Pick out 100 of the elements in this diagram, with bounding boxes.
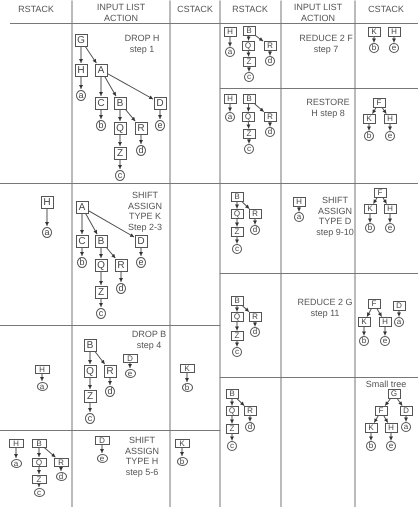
action-text: SHIFT ASSIGN TYPE H step 5-6 <box>124 435 160 477</box>
arrow <box>235 340 239 347</box>
tree-node-box: B <box>230 192 244 202</box>
arrow <box>388 214 392 223</box>
arrow <box>37 466 41 474</box>
arrow <box>79 46 83 64</box>
tree-node-box: K <box>180 364 194 372</box>
leaf-circle: c <box>227 441 237 451</box>
arrow <box>128 362 132 368</box>
arrow <box>246 104 250 112</box>
tree-node-box: G <box>74 34 88 46</box>
tree-node-box: R <box>54 458 68 466</box>
tree-node-box: H <box>224 94 236 104</box>
action-text: DROP H step 1 <box>124 33 160 54</box>
arrow <box>119 271 123 282</box>
tree-node-box: Z <box>226 424 238 434</box>
tree-node-box: Q <box>226 406 238 416</box>
arrow <box>44 447 56 458</box>
leaf-circle: a <box>42 226 52 238</box>
tree-node-box: Q <box>84 364 96 378</box>
action-text: SHIFT ASSIGN TYPE D step 9-10 <box>315 195 355 237</box>
tree-node-box: B <box>32 438 46 448</box>
arrow <box>392 36 396 43</box>
leaf-circle: a <box>36 382 48 390</box>
tree-node-box: Q <box>242 41 254 51</box>
arrow <box>99 109 103 120</box>
leaf-circle: d <box>265 127 275 137</box>
arrow <box>106 247 116 259</box>
leaf-circle: b <box>365 223 375 233</box>
arrow <box>246 36 251 41</box>
arrow <box>297 206 301 212</box>
tree-node-box: R <box>248 312 262 322</box>
tree-node-box: H <box>378 317 392 327</box>
leaf-circle: e <box>386 441 396 451</box>
leaf-circle: d <box>136 144 146 156</box>
leaf-circle: b <box>182 382 192 392</box>
tree-node-box: Q <box>114 122 126 134</box>
tree-node-box: B <box>242 26 256 36</box>
tree-node-box: H <box>74 64 88 76</box>
arrow <box>85 213 98 235</box>
leaf-circle: d <box>245 422 255 432</box>
arrow <box>242 306 250 312</box>
arrow <box>268 122 272 127</box>
arrow <box>118 109 122 122</box>
arrow <box>99 247 103 258</box>
leaf-circle: d <box>250 225 260 235</box>
arrow <box>235 236 239 244</box>
arrow <box>118 159 122 170</box>
tree-node-box: B <box>226 389 238 399</box>
arrow <box>88 210 135 238</box>
arrow <box>45 208 49 226</box>
arrow <box>376 308 382 318</box>
tree-node-box: Q <box>94 258 108 272</box>
leaf-circle: c <box>244 72 254 82</box>
tree-node-box: B <box>94 234 108 248</box>
arrow <box>235 306 239 312</box>
leaf-circle: e <box>380 336 390 346</box>
tree-node-box: H <box>388 27 400 37</box>
arrow <box>235 322 239 331</box>
tree-caption: Small tree <box>364 379 408 390</box>
arrow <box>37 483 41 488</box>
leaf-circle: a <box>394 317 404 327</box>
arrow <box>80 247 84 256</box>
arrow <box>80 213 84 234</box>
arrow <box>185 372 189 382</box>
tree-node-box: Q <box>242 112 254 122</box>
column-header: CSTACK <box>367 4 405 14</box>
arrow <box>248 416 252 422</box>
tree-node-box: R <box>244 406 256 416</box>
arrow <box>382 108 387 114</box>
tree-node-box: R <box>264 112 276 122</box>
tree-node-box: H <box>34 364 50 374</box>
tree-node-box: D <box>400 406 412 416</box>
tree-node-box: A <box>76 200 88 214</box>
arrow <box>104 76 116 97</box>
arrow <box>247 138 251 144</box>
tree-node-box: Z <box>242 129 256 139</box>
arrow <box>383 326 387 336</box>
arrow <box>254 104 264 112</box>
leaf-circle: c <box>244 144 254 154</box>
tree-node-box: B <box>230 296 244 306</box>
action-text: REDUCE 2 F step 7 <box>298 33 354 54</box>
leaf-circle: e <box>155 120 165 130</box>
leaf-circle: e <box>136 256 146 268</box>
arrow <box>367 124 371 131</box>
arrow <box>268 50 272 56</box>
arrow <box>79 76 83 90</box>
arrow <box>228 36 232 47</box>
arrow <box>230 416 234 424</box>
tree-node-box: Q <box>230 209 244 219</box>
arrow <box>99 76 103 96</box>
leaf-circle: b <box>77 256 87 268</box>
column-header: RSTACK <box>231 4 269 14</box>
tree-node-box: K <box>364 423 378 433</box>
tree-node-box: H <box>384 204 396 214</box>
arrow <box>228 104 232 112</box>
leaf-circle: d <box>56 472 66 480</box>
arrow <box>368 214 372 223</box>
arrow <box>180 447 184 456</box>
arrow <box>107 73 154 100</box>
